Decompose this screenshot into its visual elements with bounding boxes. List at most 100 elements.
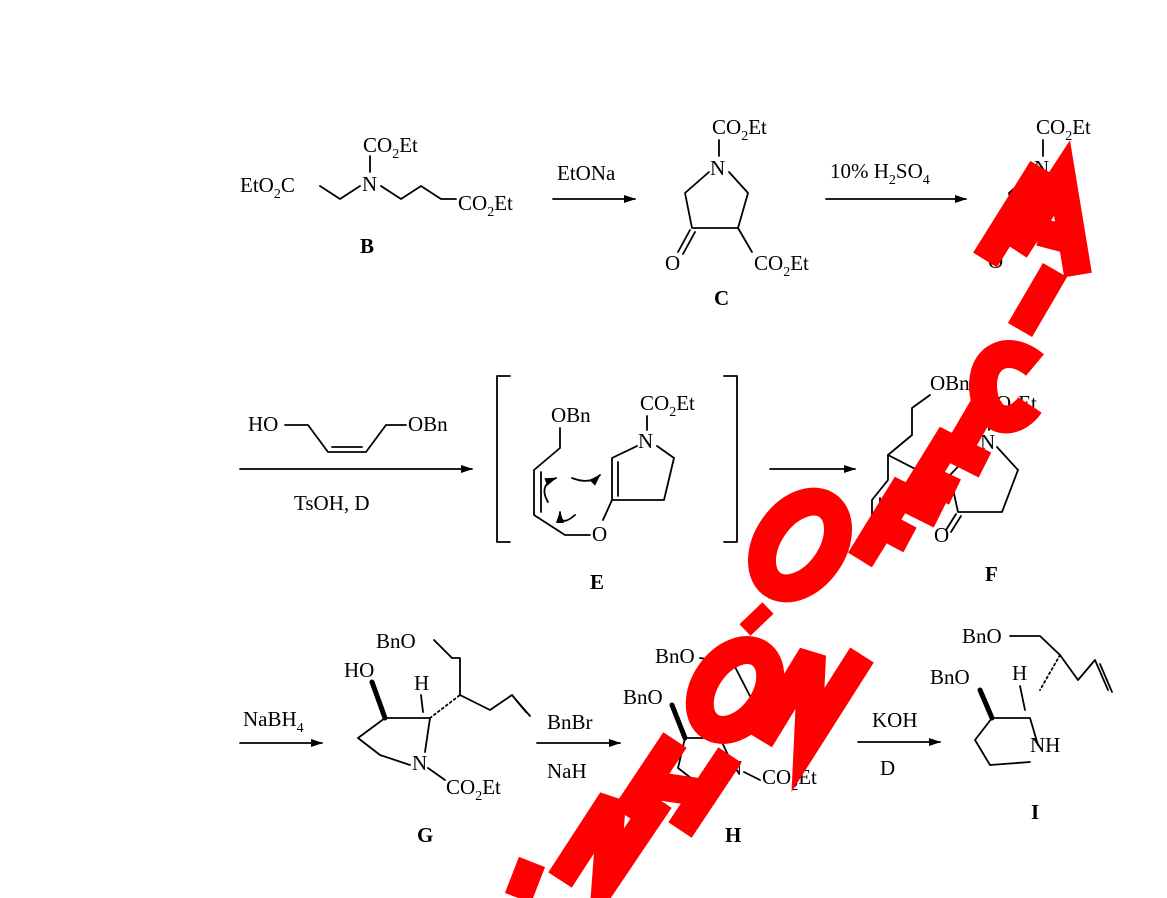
compound-label-b: B (360, 234, 374, 258)
compound-label-e: E (590, 570, 604, 594)
h-bno: BnO (623, 685, 663, 709)
f-ring (949, 446, 1019, 513)
watermark-letter-o-2 (747, 487, 853, 603)
watermark-letter-c (969, 340, 1044, 434)
reagent-koh: KOH (872, 708, 918, 732)
i-vinyl-double-bond (1099, 663, 1113, 693)
c-ring-ester-bond (737, 227, 753, 253)
e-o-c-bond (602, 499, 613, 521)
g-bno: BnO (376, 629, 416, 653)
reagent-diol-obn: OBn (408, 412, 448, 436)
reagent-heat: D (880, 756, 895, 780)
watermark-accent (739, 602, 774, 636)
f-obn: OBn (930, 371, 970, 395)
g-nitrogen: N (412, 751, 427, 775)
i-bno-top: BnO (962, 624, 1002, 648)
b-nitrogen: N (362, 172, 377, 196)
i-bno-chain (1009, 635, 1061, 656)
b-left-ester-label: EtO2C (240, 173, 295, 202)
h-n-ester-bond (743, 771, 761, 781)
e-curved-arrow-1 (556, 511, 576, 524)
step-3-reagents: HO OBn TsOH, D (239, 412, 473, 515)
e-curved-arrow-3 (543, 477, 557, 503)
b-right-chain (380, 185, 457, 200)
f-carbonyl-bond-2 (950, 515, 962, 533)
watermark-letter-i-2 (1007, 262, 1068, 338)
compound-c: CO2Et N O CO2Et C (665, 115, 809, 310)
i-ring (974, 717, 1039, 766)
watermark-letter-f-1-bar (875, 512, 917, 553)
watermark (504, 140, 1092, 898)
watermark-letter-f-2-bar (919, 465, 961, 505)
reagent-h2so4: 10% H2SO4 (830, 159, 930, 188)
compound-label-h: H (725, 823, 741, 847)
b-right-ester-label: CO2Et (458, 191, 513, 220)
f-nitrogen: N (980, 430, 995, 454)
g-n-ester-bond (427, 767, 446, 781)
e-allyl-chain (533, 427, 591, 536)
c-ring (684, 171, 749, 229)
g-h-bond (420, 694, 424, 713)
reagent-nabh4: NaBH4 (243, 707, 304, 736)
c-nitrogen: N (710, 156, 725, 180)
i-vinyl (1059, 654, 1109, 691)
b-n-ester-label: CO2Et (363, 133, 418, 162)
compound-i: BnO BnO H NH I (930, 624, 1113, 824)
g-vinyl (459, 694, 527, 713)
watermark-letter-o (685, 636, 785, 744)
e-right-bracket (723, 375, 738, 543)
d-n-ester-label: CO2Et (1036, 115, 1091, 144)
i-h: H (1012, 661, 1027, 685)
i-bno: BnO (930, 665, 970, 689)
e-left-bracket (496, 375, 511, 543)
e-curved-arrow-2 (571, 474, 601, 486)
watermark-letter-n-2 (748, 647, 874, 793)
h-n-ester-label: CO2Et (762, 765, 817, 794)
e-nitrogen: N (638, 429, 653, 453)
h-wedge-bond (669, 702, 688, 741)
e-ring (611, 445, 675, 501)
watermark-letter-h-3 (647, 771, 708, 807)
c-oxygen: O (665, 251, 680, 275)
g-ho: HO (344, 658, 374, 682)
b-left-chain (319, 185, 361, 200)
reagent-bnbr: BnBr (547, 710, 593, 734)
compound-label-g: G (417, 823, 433, 847)
e-n-ester-label: CO2Et (640, 391, 695, 420)
c-n-ester-label: CO2Et (712, 115, 767, 144)
compound-b: CO2Et N EtO2C CO2Et B (240, 133, 513, 258)
g-bno-chain (433, 639, 461, 696)
watermark-letter-a-bar (1036, 218, 1074, 254)
f-oxygen: O (934, 523, 949, 547)
g-ring (357, 717, 431, 766)
h-bno-top: BnO (655, 644, 695, 668)
compound-g: BnO HO H N CO2Et G (344, 629, 531, 847)
reagent-etona: EtONa (557, 161, 616, 185)
compound-label-i: I (1031, 800, 1039, 824)
watermark-letter-l (973, 160, 1068, 268)
c-ring-ester-label: CO2Et (754, 251, 809, 280)
reagent-tsoh: TsOH, D (294, 491, 370, 515)
c-carbonyl-bond (677, 229, 691, 253)
g-wedge-bond (369, 679, 388, 721)
i-nh: NH (1030, 733, 1060, 757)
watermark-letter-h-1 (613, 732, 687, 823)
f-carbonyl-bond (945, 513, 957, 531)
g-n-ester-label: CO2Et (446, 775, 501, 804)
reagent-diol-ho: HO (248, 412, 278, 436)
compound-e: OBn O CO2Et N E (496, 375, 738, 594)
g-h: H (414, 671, 429, 695)
e-obn: OBn (551, 403, 591, 427)
watermark-letter-n (548, 792, 672, 898)
compound-label-c: C (714, 286, 729, 310)
i-wedge-bond (977, 687, 995, 721)
i-h-bond (1019, 685, 1026, 711)
reagent-nah: NaH (547, 759, 587, 783)
e-ether-oxygen: O (592, 522, 607, 546)
watermark-stroke-1 (504, 856, 546, 898)
reagent-diol-chain (284, 424, 407, 453)
i-hash-bond (1039, 654, 1061, 691)
c-carbonyl-bond-2 (682, 231, 696, 255)
watermark-letter-a (1003, 140, 1092, 278)
